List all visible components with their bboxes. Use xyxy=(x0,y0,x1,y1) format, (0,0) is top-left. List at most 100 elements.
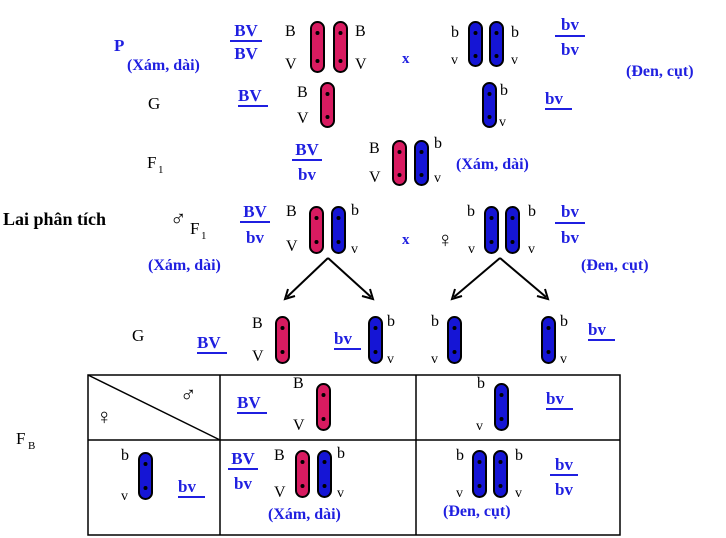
gamete-label: BV xyxy=(197,333,221,352)
gamete-label: bv xyxy=(334,329,352,348)
svg-text:1: 1 xyxy=(201,230,207,242)
red-chromosome xyxy=(295,450,310,498)
blue-chromosome xyxy=(484,206,499,254)
test-cross-male-phenotype: (Xám, dài) xyxy=(148,257,221,274)
genotype-bottom: bv xyxy=(561,228,579,247)
genotype-top: BV xyxy=(243,202,267,221)
genotype-bottom: bv xyxy=(561,40,579,59)
allele-label: B xyxy=(286,203,297,220)
allele-label: B xyxy=(369,140,380,157)
genotype-bottom: bv xyxy=(555,480,573,499)
svg-text:1: 1 xyxy=(158,164,164,176)
blue-chromosome xyxy=(447,316,462,364)
blue-chromosome xyxy=(494,383,509,431)
allele-label: v xyxy=(434,171,441,186)
allele-label: v xyxy=(499,115,506,130)
blue-chromosome xyxy=(482,82,497,128)
red-chromosome xyxy=(309,206,324,254)
offspring-1-genotype: BV bv xyxy=(228,449,258,493)
allele-label: b xyxy=(387,313,395,330)
svg-text:B: B xyxy=(28,440,35,452)
f1-label: F 1 xyxy=(147,153,164,176)
gamete-arrows xyxy=(283,257,550,301)
allele-label: B xyxy=(293,375,304,392)
blue-chromosome xyxy=(468,21,483,67)
gamete-label: bv xyxy=(546,389,564,408)
allele-label: V xyxy=(293,417,305,434)
allele-label: v xyxy=(515,486,522,501)
allele-label: v xyxy=(431,352,438,367)
allele-label: b xyxy=(528,203,536,220)
test-cross-label: Lai phân tích xyxy=(3,209,106,229)
blue-chromosome xyxy=(541,316,556,364)
blue-chromosome xyxy=(368,316,383,364)
p-male-genotype: bv bv xyxy=(555,15,585,59)
gamete-label: bv xyxy=(178,477,196,496)
genotype-bottom: bv xyxy=(246,228,264,247)
genotype-top: BV xyxy=(234,21,258,40)
red-chromosome xyxy=(333,21,348,73)
genotype-top: bv xyxy=(561,202,579,221)
offspring-1-phenotype: (Xám, dài) xyxy=(268,506,341,523)
gamete-label: BV xyxy=(237,393,261,412)
allele-label: V xyxy=(274,484,286,501)
allele-label: b xyxy=(477,375,485,392)
allele-label: b xyxy=(560,313,568,330)
genotype-top: BV xyxy=(295,140,319,159)
allele-label: v xyxy=(476,419,483,434)
genotype-top: BV xyxy=(231,449,255,468)
svg-text:F: F xyxy=(147,153,156,172)
male-symbol-icon: ♂ xyxy=(180,382,197,407)
blue-chromosome xyxy=(138,452,153,500)
p-female-chromosome-pair: B V B V xyxy=(285,21,367,73)
arrow-line xyxy=(286,257,329,298)
allele-label: b xyxy=(121,447,129,464)
blue-chromosome xyxy=(317,450,332,498)
allele-label: v xyxy=(528,242,535,257)
blue-chromosome xyxy=(414,140,429,186)
p-label: P xyxy=(114,36,124,55)
allele-label: v xyxy=(387,352,394,367)
arrow-head xyxy=(450,288,463,301)
test-cross-female-genotype: bv bv xyxy=(555,202,585,247)
allele-label: V xyxy=(369,169,381,186)
allele-label: B xyxy=(355,23,366,40)
allele-label: b xyxy=(515,447,523,464)
allele-label: V xyxy=(286,238,298,255)
gamete-label: BV xyxy=(238,86,262,105)
female-symbol-icon: ♀ xyxy=(96,404,113,429)
g-label: G xyxy=(132,326,144,345)
arrow-head xyxy=(361,288,375,301)
allele-label: b xyxy=(434,135,442,152)
blue-chromosome xyxy=(331,206,346,254)
blue-chromosome xyxy=(493,450,508,498)
svg-text:F: F xyxy=(190,219,199,238)
p-female-phenotype: (Xám, dài) xyxy=(127,57,200,74)
allele-label: b xyxy=(451,24,459,41)
blue-chromosome xyxy=(472,450,487,498)
allele-label: v xyxy=(121,489,128,504)
arrow-line xyxy=(327,257,372,298)
allele-label: V xyxy=(252,348,264,365)
allele-label: b xyxy=(500,82,508,99)
allele-label: B xyxy=(297,84,308,101)
gamete-label: bv xyxy=(545,89,563,108)
allele-label: v xyxy=(351,242,358,257)
red-chromosome xyxy=(316,383,331,431)
allele-label: b xyxy=(467,203,475,220)
allele-label: B xyxy=(252,315,263,332)
allele-label: V xyxy=(297,110,309,127)
table-border xyxy=(87,374,621,536)
male-symbol-icon: ♂ xyxy=(170,206,187,231)
gamete-label: bv xyxy=(588,320,606,339)
offspring-2-genotype: bv bv xyxy=(550,455,578,499)
punnett-table xyxy=(87,374,621,536)
arrow-line xyxy=(453,257,501,298)
f1-phenotype: (Xám, dài) xyxy=(456,156,529,173)
allele-label: b xyxy=(456,447,464,464)
red-chromosome xyxy=(310,21,325,73)
genotype-top: bv xyxy=(555,455,573,474)
allele-label: b xyxy=(351,202,359,219)
